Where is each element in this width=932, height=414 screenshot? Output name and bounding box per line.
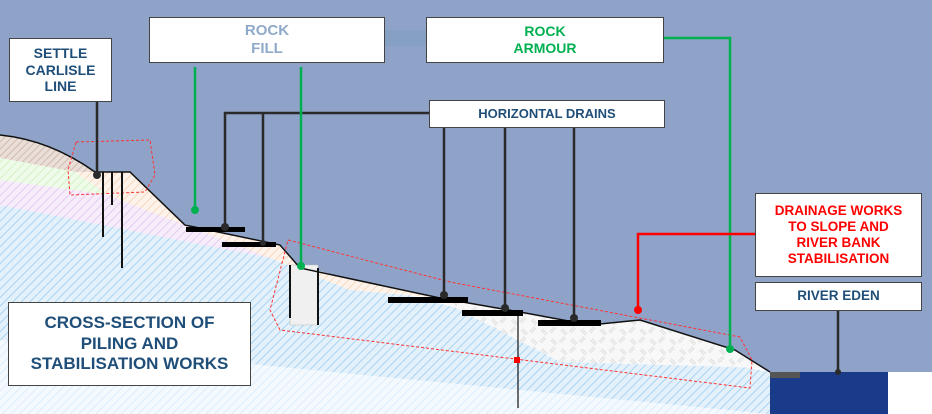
horizontal-drains xyxy=(186,227,601,326)
river-edge xyxy=(770,372,800,378)
title-text: CROSS-SECTION OF PILING AND STABILISATIO… xyxy=(30,313,229,374)
works-outline-slope xyxy=(269,239,753,389)
leader-dots-black xyxy=(93,171,841,375)
ground-surface xyxy=(0,134,771,373)
layer-brown xyxy=(0,135,95,172)
leader-lines-black xyxy=(95,101,840,372)
diagram-title: CROSS-SECTION OF PILING AND STABILISATIO… xyxy=(8,302,251,386)
leader-dot-red xyxy=(634,306,642,314)
label-drainage-works: DRAINAGE WORKS TO SLOPE AND RIVER BANK S… xyxy=(755,193,922,277)
river xyxy=(770,372,888,414)
label-rock-fill: ROCK FILL xyxy=(149,17,385,63)
label-text: SETTLE CARLISLE LINE xyxy=(25,44,96,95)
piles xyxy=(102,172,519,408)
label-river-eden: RIVER EDEN xyxy=(755,282,922,311)
rock-fill-column xyxy=(289,264,319,326)
label-horizontal-drains: HORIZONTAL DRAINS xyxy=(429,100,665,128)
instrument-marker xyxy=(514,357,520,363)
layer-pink xyxy=(0,180,280,260)
label-text: HORIZONTAL DRAINS xyxy=(478,106,616,122)
label-rock-armour: ROCK ARMOUR xyxy=(426,17,664,63)
label-text: DRAINAGE WORKS TO SLOPE AND RIVER BANK S… xyxy=(774,202,903,267)
layer-green xyxy=(0,158,110,195)
leader-line-red xyxy=(636,232,755,310)
leader-dots-green xyxy=(191,206,734,353)
label-text: ROCK FILL xyxy=(244,22,290,57)
label-text: ROCK ARMOUR xyxy=(513,23,577,56)
label-text: RIVER EDEN xyxy=(797,288,880,304)
leader-lines-green xyxy=(193,30,732,349)
label-settle-carlisle-line: SETTLE CARLISLE LINE xyxy=(9,38,112,102)
